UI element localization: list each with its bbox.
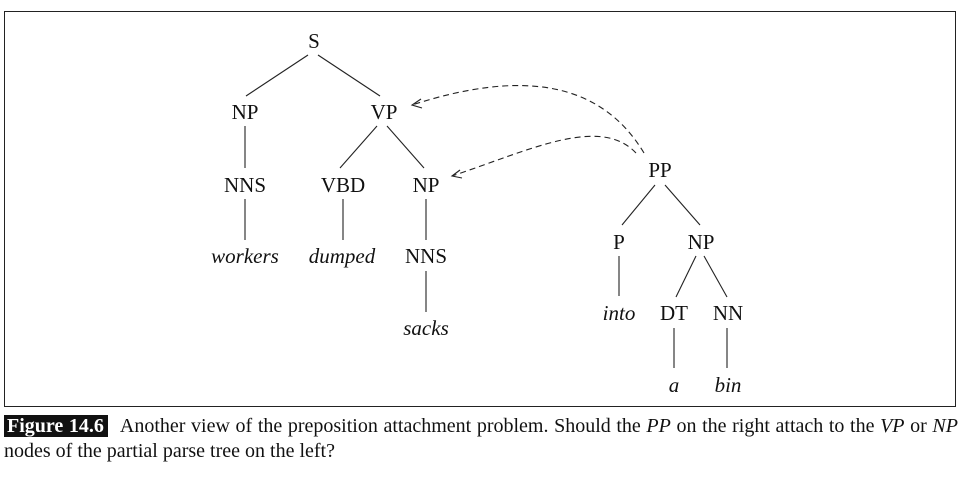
caption-vp: VP <box>880 415 905 437</box>
word-sacks: sacks <box>403 316 449 340</box>
caption-text-1: Another view of the preposition attachme… <box>119 415 647 437</box>
word-dumped: dumped <box>309 244 376 268</box>
arrowhead-np <box>450 169 463 179</box>
edge-np3-dt <box>675 255 697 298</box>
edge-pp-p <box>621 184 656 226</box>
tree-edges <box>244 54 728 368</box>
attachment-arrows <box>410 84 645 179</box>
node-dt: DT <box>660 301 688 325</box>
word-bin: bin <box>715 373 742 397</box>
edge-pp-np3 <box>664 184 701 226</box>
node-vp: VP <box>371 100 398 124</box>
node-vbd: VBD <box>321 173 365 197</box>
caption-np: NP <box>932 415 958 437</box>
caption-pp: PP <box>646 415 671 437</box>
node-np-subject: NP <box>232 100 259 124</box>
word-into: into <box>603 301 636 325</box>
node-np-pp: NP <box>688 230 715 254</box>
node-nns-object: NNS <box>405 244 447 268</box>
edge-vp-vbd <box>339 125 378 169</box>
edge-vp-np <box>386 125 425 169</box>
arrowhead-vp <box>410 98 423 109</box>
node-np-object: NP <box>413 173 440 197</box>
node-p: P <box>613 230 625 254</box>
node-pp: PP <box>648 158 671 182</box>
figure-frame <box>4 11 956 407</box>
arrow-pp-to-np <box>451 135 637 177</box>
edge-s-vp <box>317 54 381 97</box>
caption-text-4: nodes of the partial parse tree on the l… <box>4 440 335 462</box>
tree-nodes: S NP VP NNS VBD NP NNS PP P NP DT NN <box>224 29 743 325</box>
node-nns-subject: NNS <box>224 173 266 197</box>
edge-np3-nn <box>703 255 728 298</box>
word-workers: workers <box>211 244 279 268</box>
figure-caption: Figure 14.6 Another view of the prepositi… <box>4 414 958 464</box>
parse-tree-diagram: S NP VP NNS VBD NP NNS PP P NP DT NN wor… <box>211 29 743 397</box>
caption-text-2: on the right attach to the <box>670 415 881 437</box>
caption-text-3: or <box>904 415 933 437</box>
node-nn: NN <box>713 301 743 325</box>
figure-label: Figure 14.6 <box>4 415 108 437</box>
arrow-pp-to-vp <box>411 84 645 154</box>
edge-s-np <box>245 54 309 97</box>
node-s: S <box>308 29 320 53</box>
tree-words: workers dumped sacks into a bin <box>211 244 741 397</box>
word-a: a <box>669 373 680 397</box>
